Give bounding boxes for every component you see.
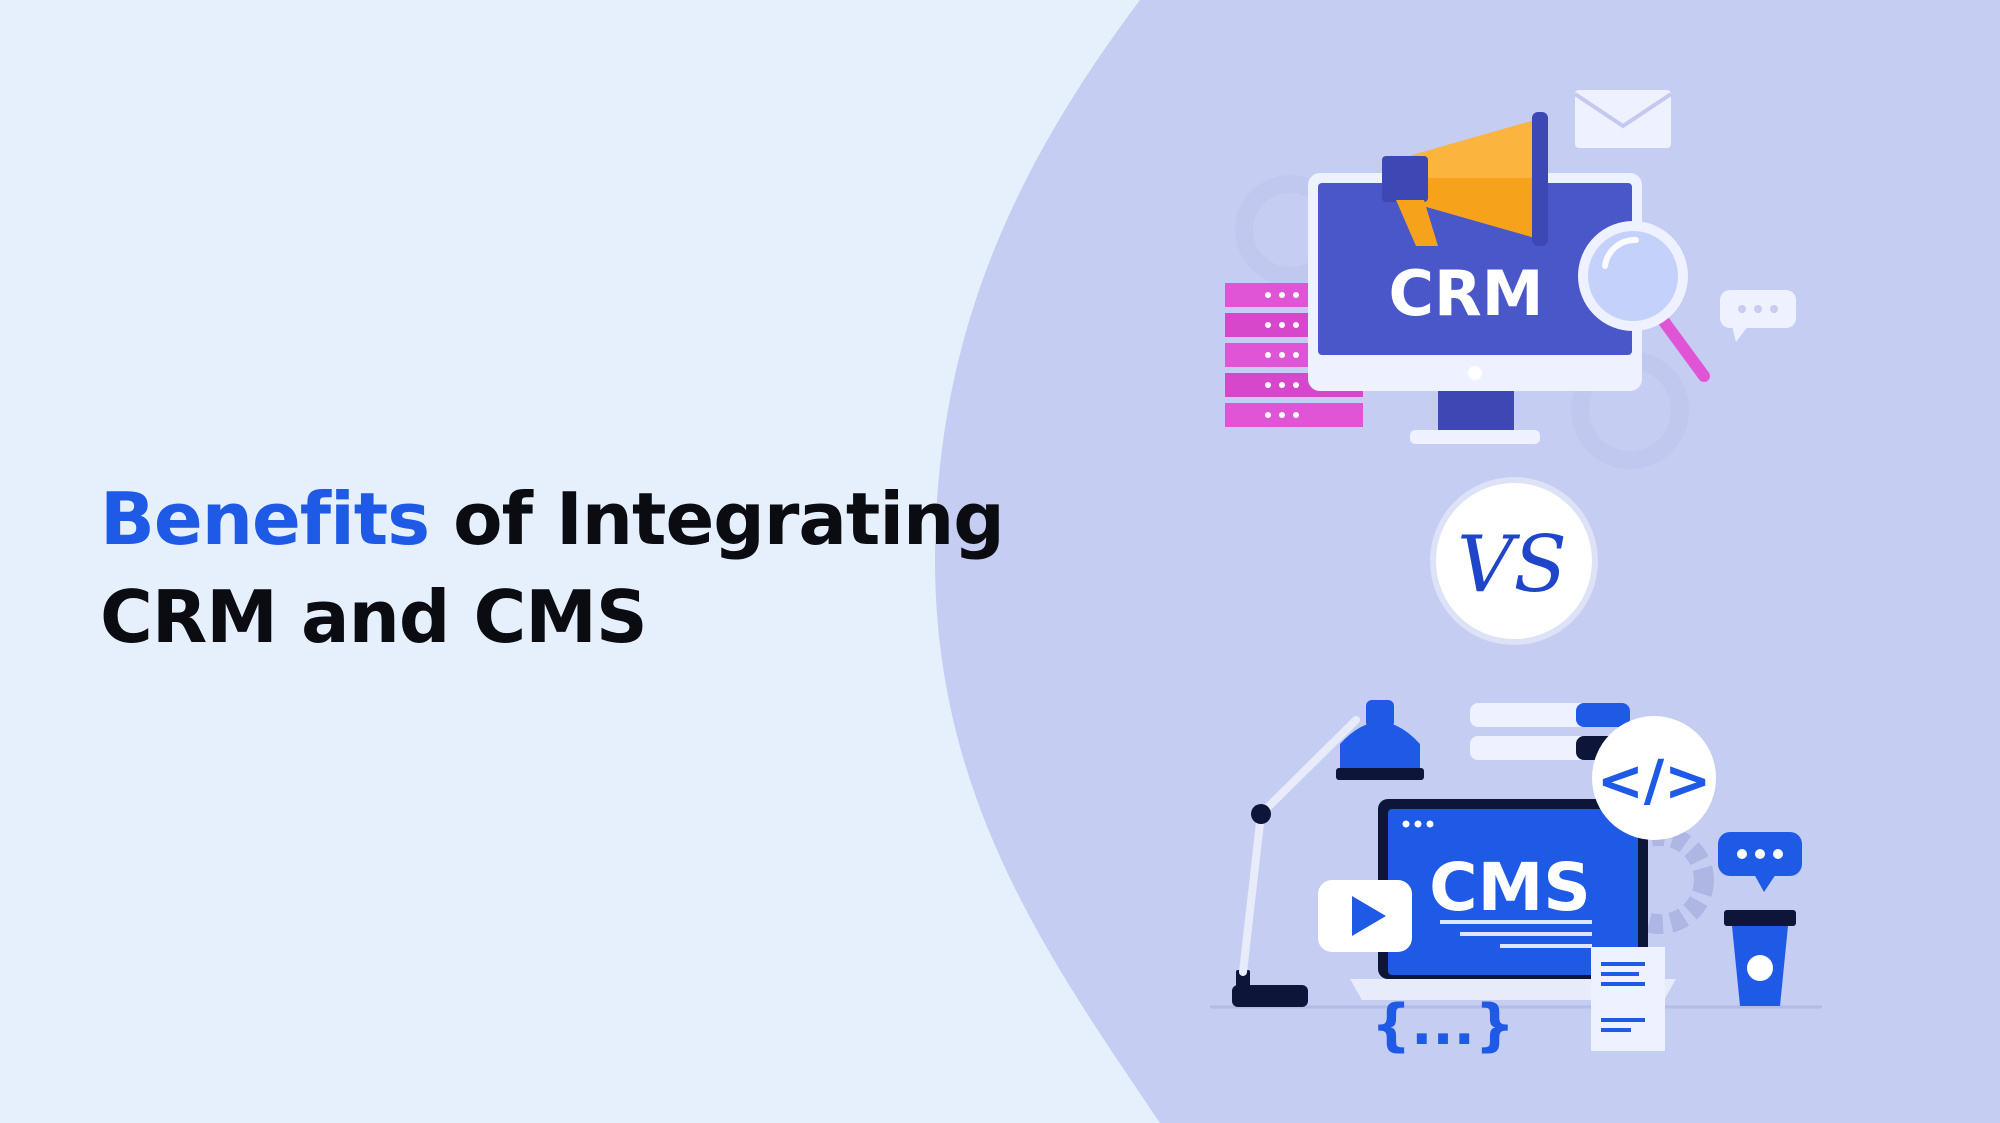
cms-illustration-group: CMS </> {...} xyxy=(1210,700,1822,1058)
crm-illustration-group: CRM xyxy=(1225,90,1796,469)
vs-badge: VS xyxy=(1430,477,1598,645)
desk-lamp-icon xyxy=(1232,700,1424,1007)
crm-monitor xyxy=(1308,173,1642,391)
title-line1-rest: of Integrating xyxy=(429,477,1005,561)
play-video-icon xyxy=(1318,880,1412,952)
chat-bubble-icon xyxy=(1718,832,1802,892)
monitor-stand xyxy=(1438,390,1514,434)
chat-bubble-icon xyxy=(1720,290,1796,342)
coffee-cup-icon xyxy=(1724,910,1796,1006)
svg-text:</>: </> xyxy=(1597,749,1711,814)
braces-icon: {...} xyxy=(1371,993,1515,1058)
cms-label: CMS xyxy=(1429,849,1591,926)
magnifier-icon xyxy=(1578,221,1710,382)
crm-label: CRM xyxy=(1389,257,1544,330)
envelope-icon xyxy=(1573,90,1673,148)
title-line2: CRM and CMS xyxy=(100,575,648,659)
title-highlight-word: Benefits xyxy=(100,477,430,561)
monitor-base xyxy=(1410,430,1540,444)
cms-laptop xyxy=(1350,799,1676,1000)
megaphone-icon xyxy=(1382,112,1548,246)
page-title: Benefits of Integrating CRM and CMS xyxy=(100,470,1005,666)
code-tag-icon: </> xyxy=(1592,716,1716,840)
vs-label: VS xyxy=(1457,520,1567,610)
document-icon xyxy=(1591,947,1665,1051)
